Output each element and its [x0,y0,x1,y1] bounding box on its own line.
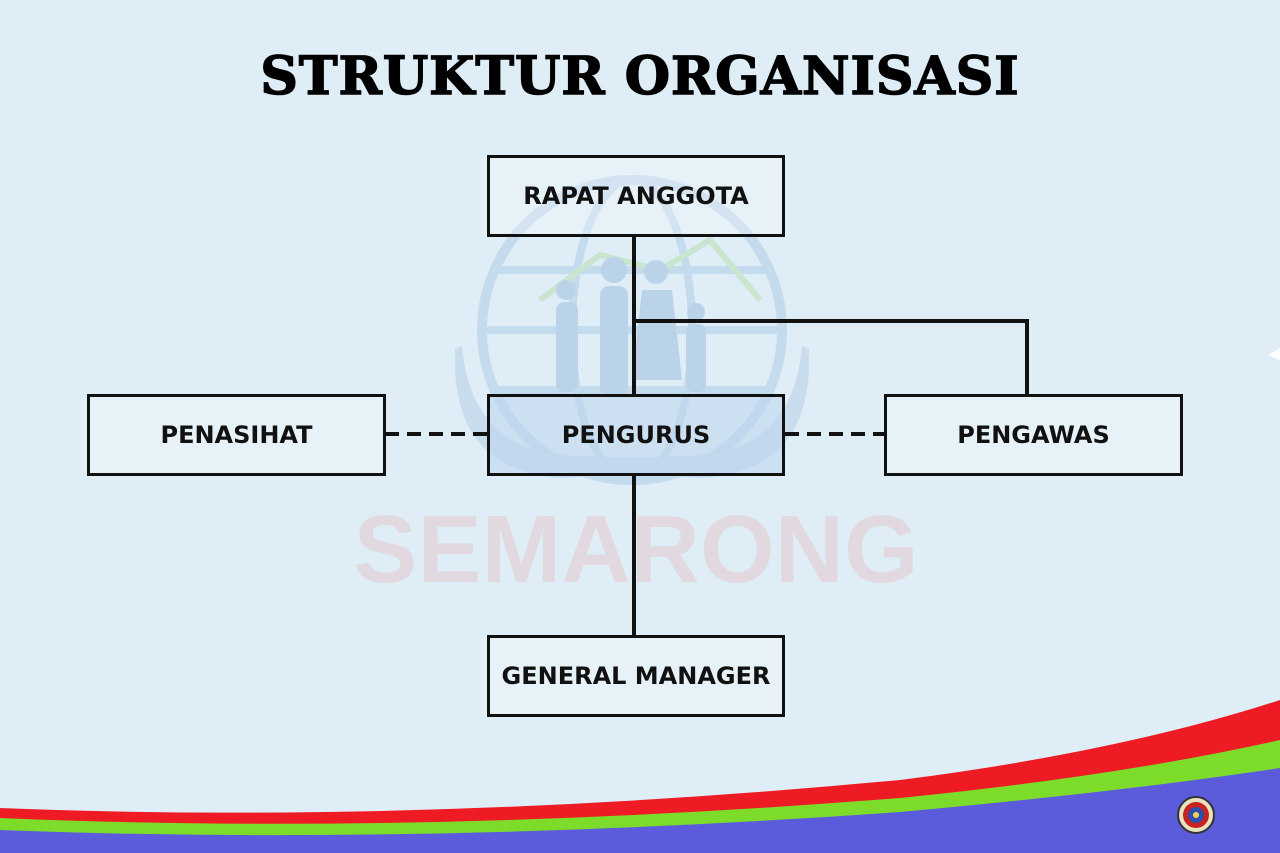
node-pengawas: PENGAWAS [884,394,1183,476]
node-penasihat: PENASIHAT [87,394,386,476]
emblem-icon [1177,796,1215,834]
bottom-stripes [0,348,1280,853]
page-title: STRUKTUR ORGANISASI [260,45,1020,108]
node-rapat-anggota: RAPAT ANGGOTA [487,155,785,237]
node-general-manager: GENERAL MANAGER [487,635,785,717]
node-pengurus: PENGURUS [487,394,785,476]
connector-rapat-pengawas [634,319,1029,396]
